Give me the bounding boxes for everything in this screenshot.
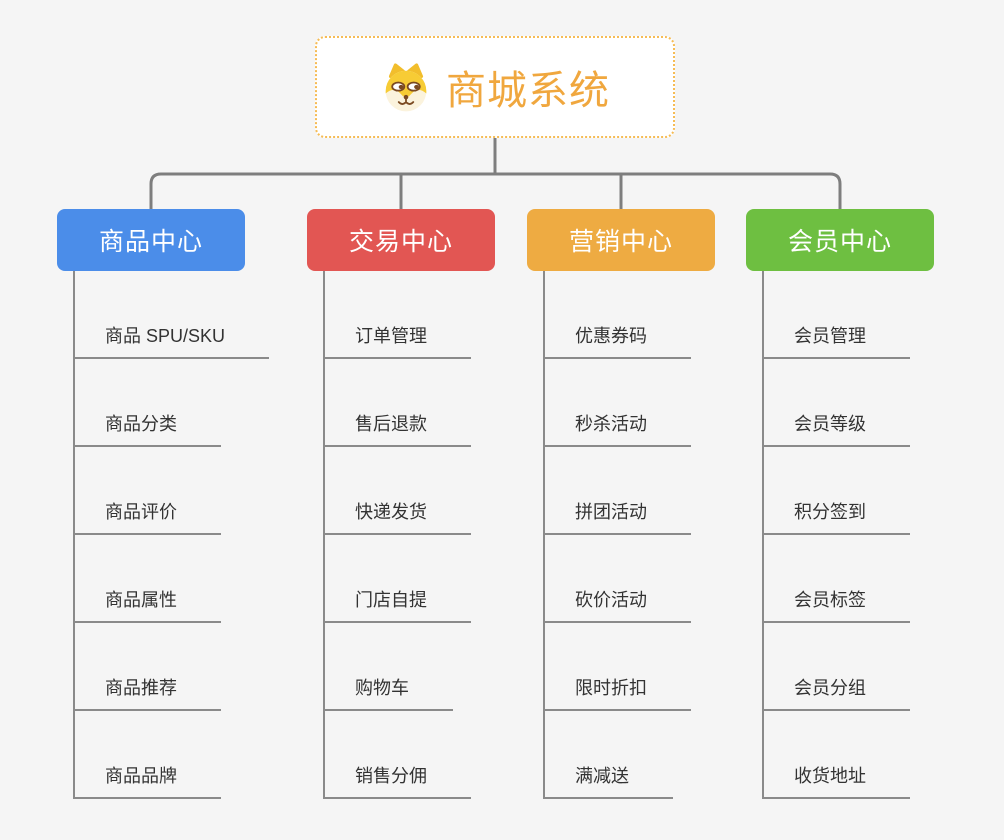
leaf-item[interactable]: 会员分组 bbox=[764, 623, 996, 711]
branch-label: 会员中心 bbox=[787, 228, 892, 256]
root-node[interactable]: 商城系统 bbox=[315, 36, 675, 138]
leaf-label: 商品分类 bbox=[75, 410, 221, 447]
leaf-item[interactable]: 订单管理 bbox=[325, 271, 557, 359]
leaf-item[interactable]: 会员等级 bbox=[764, 359, 996, 447]
leaf-label: 积分签到 bbox=[764, 498, 910, 535]
branch-box-product[interactable]: 商品中心 bbox=[57, 209, 245, 271]
leaf-label: 门店自提 bbox=[325, 586, 471, 623]
leaf-item[interactable]: 限时折扣 bbox=[545, 623, 777, 711]
leaf-item[interactable]: 满减送 bbox=[545, 711, 777, 799]
leaf-item[interactable]: 售后退款 bbox=[325, 359, 557, 447]
leaf-item[interactable]: 快递发货 bbox=[325, 447, 557, 535]
branch-label: 营销中心 bbox=[568, 228, 673, 256]
leaf-label: 拼团活动 bbox=[545, 498, 691, 535]
leaf-item[interactable]: 会员标签 bbox=[764, 535, 996, 623]
leaf-label: 收货地址 bbox=[764, 762, 910, 799]
leaf-label: 会员等级 bbox=[764, 410, 910, 447]
leaf-label: 订单管理 bbox=[325, 322, 471, 359]
leaf-item[interactable]: 会员管理 bbox=[764, 271, 996, 359]
leaf-label: 商品属性 bbox=[75, 586, 221, 623]
leaf-item[interactable]: 商品推荐 bbox=[75, 623, 307, 711]
leaf-label: 快递发货 bbox=[325, 498, 471, 535]
leaf-label: 限时折扣 bbox=[545, 674, 691, 711]
leaf-label: 销售分佣 bbox=[325, 762, 471, 799]
leaf-item[interactable]: 优惠券码 bbox=[545, 271, 777, 359]
branch-column-marketing: 营销中心 优惠券码 秒杀活动 拼团活动 砍价活动 限时折扣 满减送 bbox=[527, 209, 777, 799]
leaf-label: 商品评价 bbox=[75, 498, 221, 535]
branch-column-member: 会员中心 会员管理 会员等级 积分签到 会员标签 会员分组 收货地址 bbox=[746, 209, 996, 799]
branch-items-product: 商品 SPU/SKU 商品分类 商品评价 商品属性 商品推荐 商品品牌 bbox=[73, 271, 307, 799]
branch-label: 交易中心 bbox=[348, 228, 453, 256]
leaf-label: 购物车 bbox=[325, 674, 453, 711]
leaf-label: 秒杀活动 bbox=[545, 410, 691, 447]
leaf-label: 满减送 bbox=[545, 762, 673, 799]
branch-column-trade: 交易中心 订单管理 售后退款 快递发货 门店自提 购物车 销售分佣 bbox=[307, 209, 557, 799]
leaf-label: 优惠券码 bbox=[545, 322, 691, 359]
branch-box-marketing[interactable]: 营销中心 bbox=[527, 209, 715, 271]
branch-label: 商品中心 bbox=[98, 228, 203, 256]
leaf-item[interactable]: 秒杀活动 bbox=[545, 359, 777, 447]
branch-box-trade[interactable]: 交易中心 bbox=[307, 209, 495, 271]
leaf-label: 商品品牌 bbox=[75, 762, 221, 799]
leaf-item[interactable]: 商品评价 bbox=[75, 447, 307, 535]
branch-column-product: 商品中心 商品 SPU/SKU 商品分类 商品评价 商品属性 商品推荐 商品品牌 bbox=[57, 209, 307, 799]
leaf-item[interactable]: 购物车 bbox=[325, 623, 557, 711]
leaf-item[interactable]: 砍价活动 bbox=[545, 535, 777, 623]
leaf-item[interactable]: 商品品牌 bbox=[75, 711, 307, 799]
leaf-item[interactable]: 积分签到 bbox=[764, 447, 996, 535]
leaf-item[interactable]: 商品属性 bbox=[75, 535, 307, 623]
root-title: 商城系统 bbox=[446, 69, 610, 113]
leaf-label: 会员管理 bbox=[764, 322, 910, 359]
leaf-item[interactable]: 拼团活动 bbox=[545, 447, 777, 535]
leaf-label: 商品 SPU/SKU bbox=[75, 322, 270, 359]
branch-rail-line bbox=[149, 172, 842, 211]
leaf-label: 砍价活动 bbox=[545, 586, 691, 623]
dog-face-icon bbox=[380, 61, 432, 113]
leaf-item[interactable]: 门店自提 bbox=[325, 535, 557, 623]
leaf-label: 会员分组 bbox=[764, 674, 910, 711]
leaf-label: 商品推荐 bbox=[75, 674, 221, 711]
leaf-label: 会员标签 bbox=[764, 586, 910, 623]
branch-items-member: 会员管理 会员等级 积分签到 会员标签 会员分组 收货地址 bbox=[762, 271, 996, 799]
leaf-item[interactable]: 收货地址 bbox=[764, 711, 996, 799]
leaf-label: 售后退款 bbox=[325, 410, 471, 447]
leaf-item[interactable]: 销售分佣 bbox=[325, 711, 557, 799]
branch-items-marketing: 优惠券码 秒杀活动 拼团活动 砍价活动 限时折扣 满减送 bbox=[543, 271, 777, 799]
branch-box-member[interactable]: 会员中心 bbox=[746, 209, 934, 271]
leaf-item[interactable]: 商品 SPU/SKU bbox=[75, 271, 307, 359]
branch-items-trade: 订单管理 售后退款 快递发货 门店自提 购物车 销售分佣 bbox=[323, 271, 557, 799]
leaf-item[interactable]: 商品分类 bbox=[75, 359, 307, 447]
